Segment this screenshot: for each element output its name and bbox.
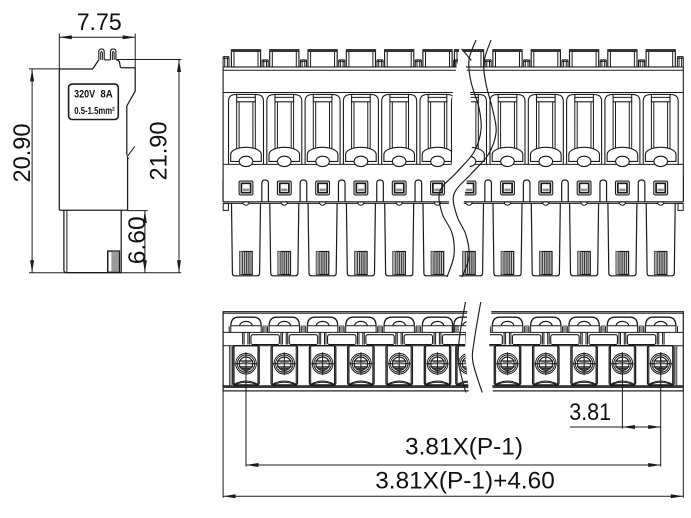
- svg-text:3.81: 3.81: [569, 399, 611, 426]
- svg-text:3.81X(P-1): 3.81X(P-1): [405, 434, 523, 461]
- svg-text:320V: 320V: [74, 88, 96, 100]
- svg-text:21.90: 21.90: [146, 122, 173, 181]
- svg-text:8A: 8A: [100, 88, 113, 100]
- svg-text:20.90: 20.90: [9, 124, 36, 183]
- svg-text:7.75: 7.75: [77, 9, 122, 36]
- svg-text:0.5-1.5mm²: 0.5-1.5mm²: [74, 106, 115, 117]
- svg-text:6.60: 6.60: [124, 216, 151, 264]
- svg-text:3.81X(P-1)+4.60: 3.81X(P-1)+4.60: [375, 467, 555, 494]
